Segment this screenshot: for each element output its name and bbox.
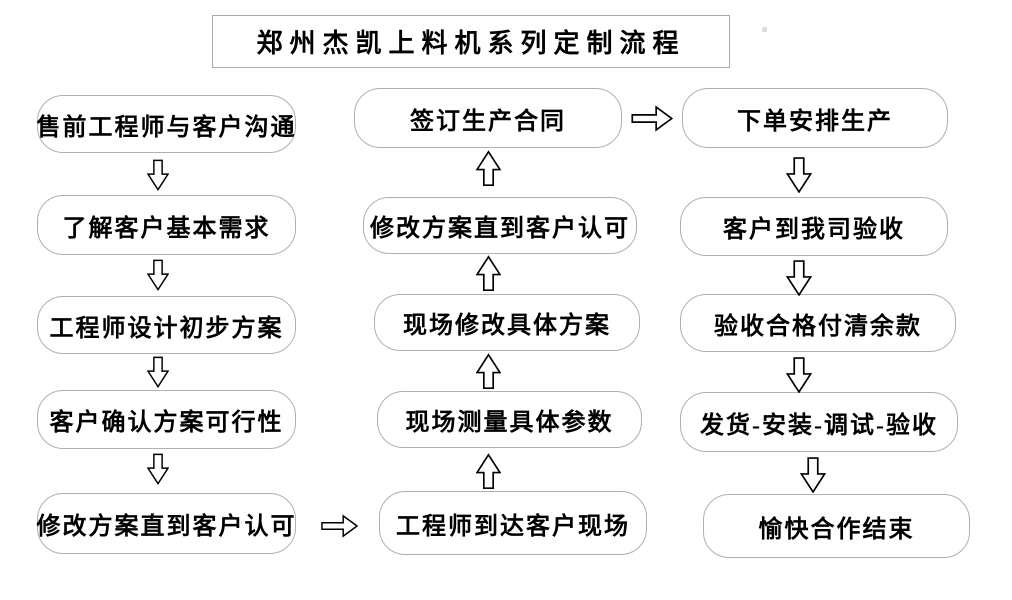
node-revise-until-approval-2: 修改方案直到客户认可 bbox=[363, 197, 637, 254]
node-revise-until-approval-1: 修改方案直到客户认可 bbox=[37, 493, 296, 554]
node-customer-acceptance: 客户到我司验收 bbox=[680, 197, 948, 256]
flow-node-label: 下单安排生产 bbox=[737, 108, 893, 135]
flow-node-label: 工程师到达客户现场 bbox=[396, 513, 630, 540]
page-title: 郑州杰凯上料机系列定制流程 bbox=[256, 29, 686, 58]
arrow-up-icon bbox=[476, 452, 501, 491]
node-pay-balance: 验收合格付清余款 bbox=[680, 294, 956, 352]
arrow-down-icon bbox=[147, 355, 169, 389]
stray-dot-artifact bbox=[762, 27, 767, 32]
flow-node-label: 愉快合作结束 bbox=[758, 516, 915, 543]
node-ship-install-debug-accept: 发货-安装-调试-验收 bbox=[680, 392, 958, 452]
flow-node-label: 了解客户基本需求 bbox=[62, 215, 271, 242]
arrow-down-icon bbox=[147, 258, 169, 292]
node-place-order-production: 下单安排生产 bbox=[682, 88, 948, 148]
flow-node-label: 签订生产合同 bbox=[410, 108, 566, 135]
arrow-down-icon bbox=[800, 457, 826, 493]
node-onsite-revise-plan: 现场修改具体方案 bbox=[374, 294, 640, 351]
node-presales-communication: 售前工程师与客户沟通 bbox=[37, 95, 296, 153]
flow-node-label: 客户到我司验收 bbox=[723, 217, 905, 243]
node-design-initial-plan: 工程师设计初步方案 bbox=[37, 296, 296, 354]
flow-node-label: 工程师设计初步方案 bbox=[49, 315, 284, 342]
arrow-up-icon bbox=[476, 149, 501, 188]
flow-node-label: 验收合格付清余款 bbox=[714, 313, 922, 340]
node-happy-cooperation-end: 愉快合作结束 bbox=[703, 494, 970, 558]
arrow-down-icon bbox=[786, 357, 812, 393]
arrow-down-icon bbox=[786, 260, 812, 296]
flow-node-label: 发货-安装-调试-验收 bbox=[700, 412, 938, 439]
arrow-up-icon bbox=[476, 352, 501, 391]
flow-node-label: 客户确认方案可行性 bbox=[49, 410, 284, 436]
arrow-down-icon bbox=[786, 157, 812, 193]
flow-node-label: 售前工程师与客户沟通 bbox=[36, 114, 297, 141]
node-engineer-arrives-onsite: 工程师到达客户现场 bbox=[379, 491, 647, 555]
arrow-right-icon bbox=[321, 514, 358, 538]
arrow-down-icon bbox=[147, 158, 169, 192]
node-understand-needs: 了解客户基本需求 bbox=[37, 195, 296, 255]
arrow-up-icon bbox=[476, 254, 501, 293]
node-onsite-measure-params: 现场测量具体参数 bbox=[377, 391, 642, 448]
flow-node-label: 修改方案直到客户认可 bbox=[370, 216, 630, 242]
title-box: 郑州杰凯上料机系列定制流程 bbox=[212, 15, 730, 68]
arrow-right-icon bbox=[624, 105, 680, 132]
node-sign-contract: 签订生产合同 bbox=[354, 88, 622, 148]
flow-node-label: 现场测量具体参数 bbox=[405, 410, 614, 436]
node-confirm-feasibility: 客户确认方案可行性 bbox=[37, 390, 296, 449]
arrow-down-icon bbox=[147, 452, 169, 486]
flow-node-label: 修改方案直到客户认可 bbox=[36, 514, 297, 540]
flow-node-label: 现场修改具体方案 bbox=[403, 313, 611, 339]
